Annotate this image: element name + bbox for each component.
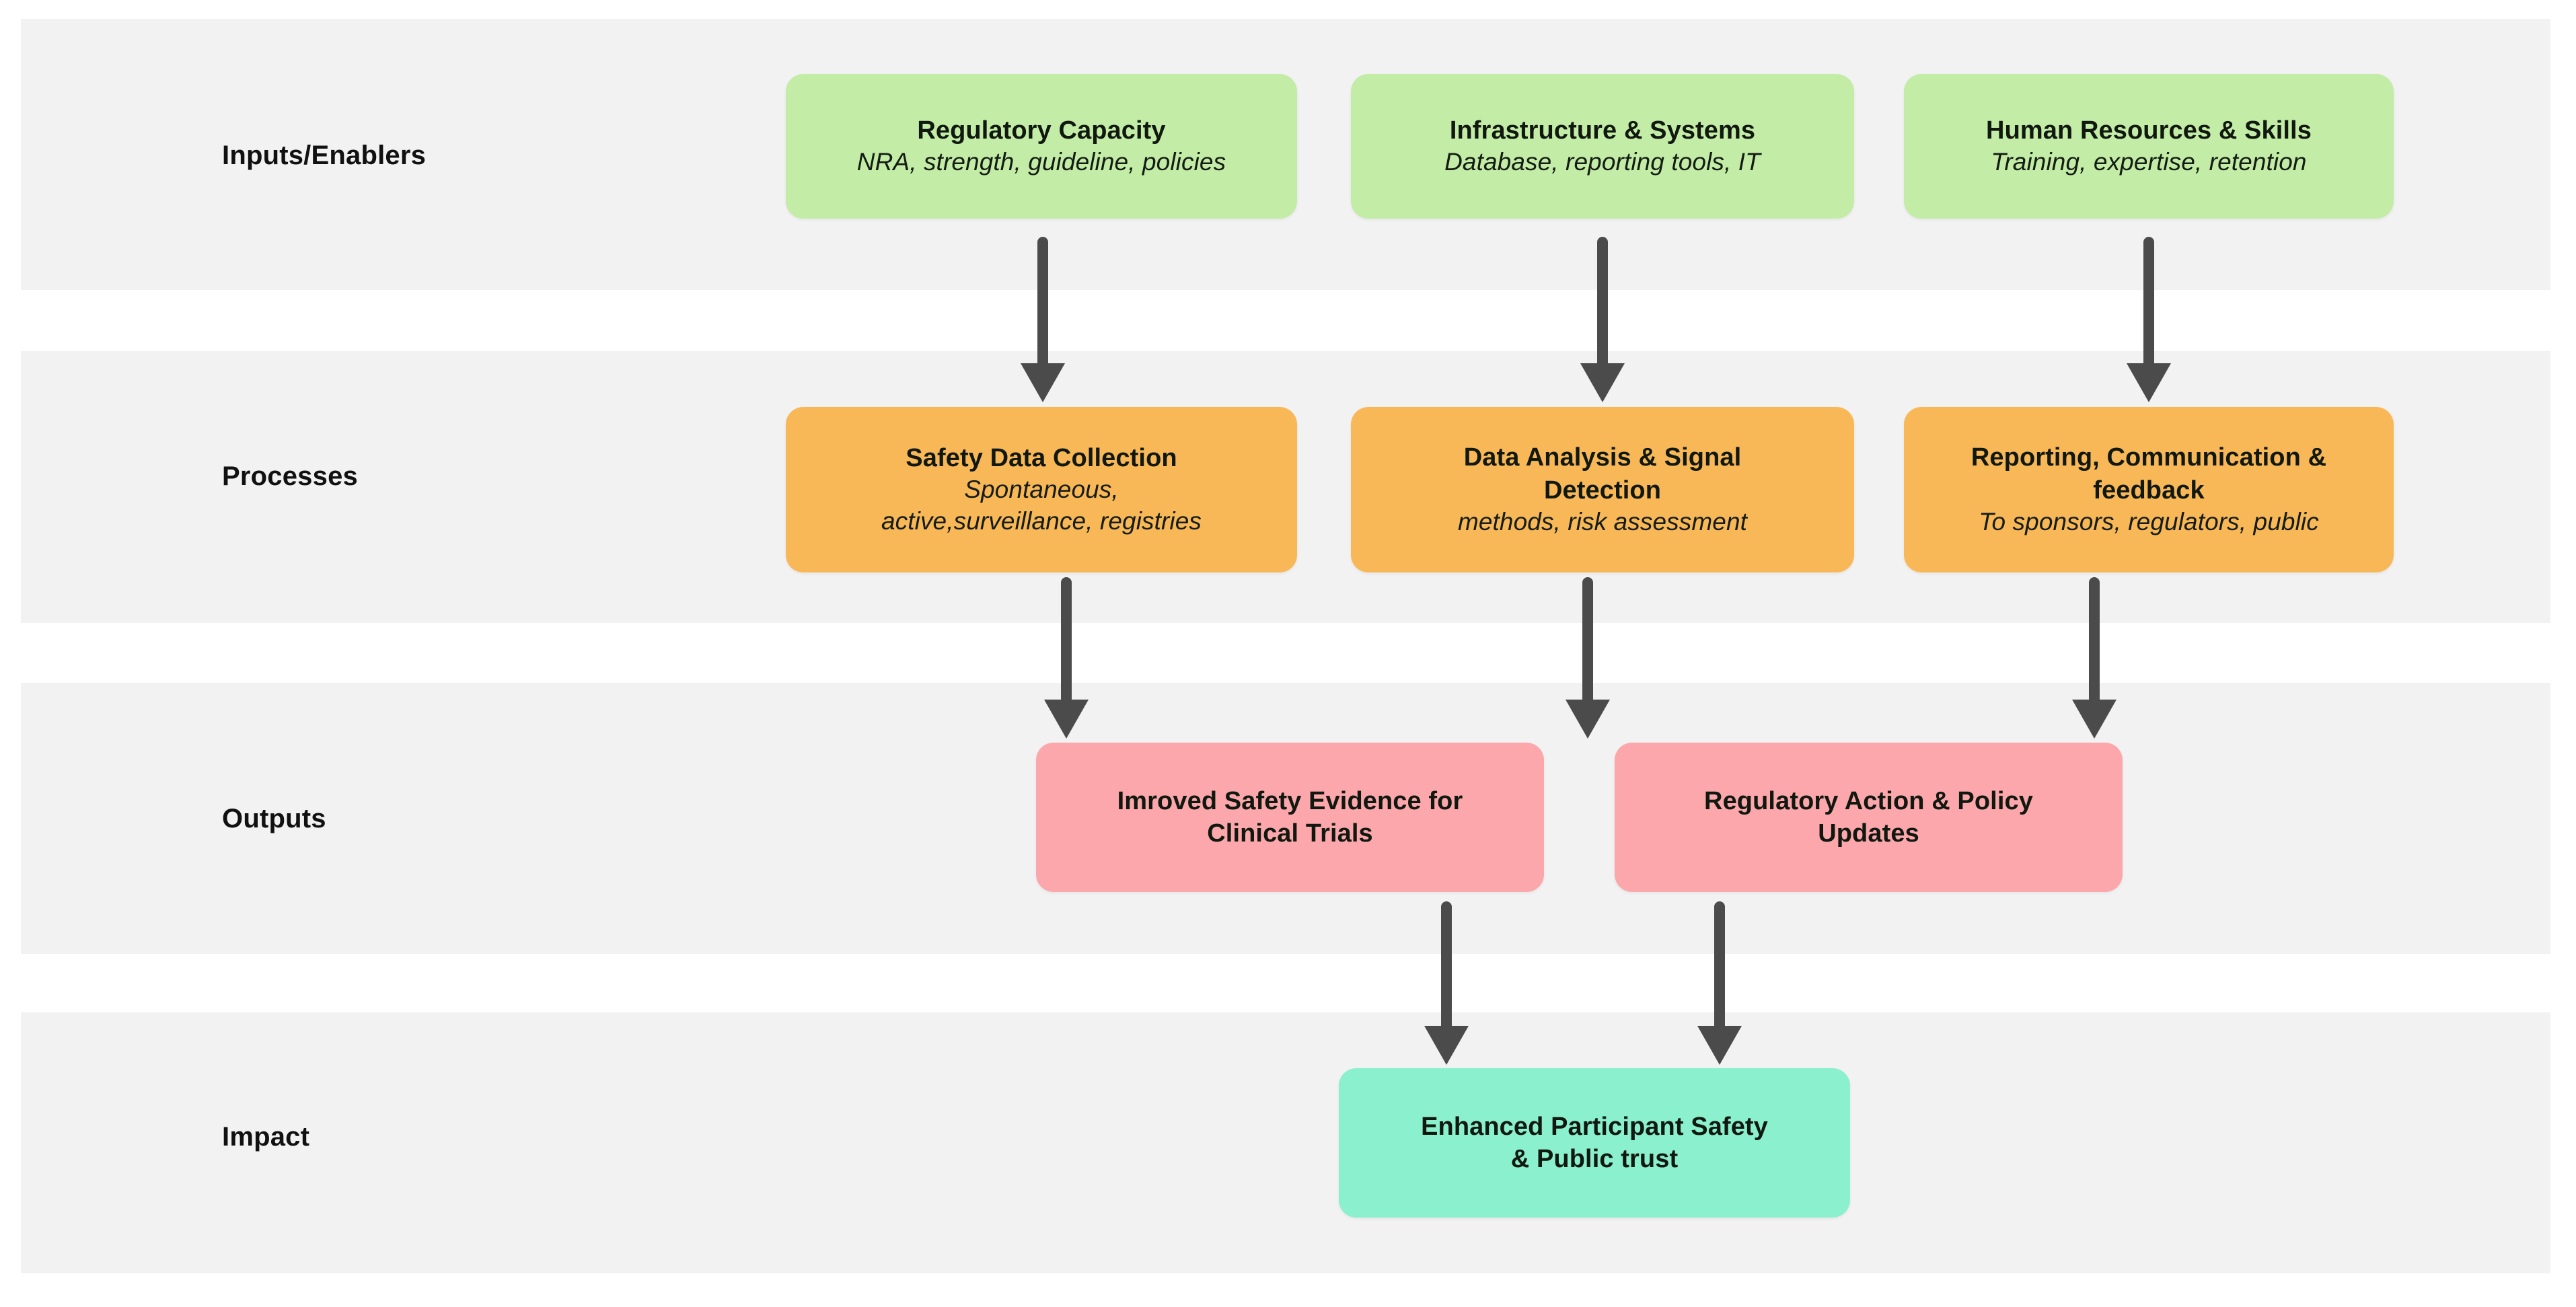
node-subtitle: methods, risk assessment [1457,507,1748,535]
node-title: Human Resources & Skills [1986,116,2312,145]
arrow-stem [1714,901,1725,1026]
arrow-stem [2089,577,2100,700]
arrow-stem [2143,237,2154,363]
node-human-resources-skills[interactable]: Human Resources & Skills Training, exper… [1904,74,2394,219]
node-regulatory-capacity[interactable]: Regulatory Capacity NRA, strength, guide… [786,74,1297,219]
node-subtitle: Training, expertise, retention [1991,148,2307,176]
arrow-head [2072,700,2117,739]
node-title-line-1: Data Analysis & Signal [1463,443,1742,472]
node-subtitle-line-2: active,surveillance, registries [881,507,1202,535]
arrow-down-icon-regulatory-to-collection [1021,237,1065,402]
node-title-line-1: Reporting, Communication & [1971,443,2327,472]
node-title-line-2: Clinical Trials [1207,819,1373,848]
arrow-stem [1037,237,1048,363]
arrow-stem [1061,577,1072,700]
arrow-head [1697,1026,1742,1065]
arrow-head [1021,363,1065,402]
node-safety-data-collection[interactable]: Safety Data Collection Spontaneous, acti… [786,407,1297,572]
arrow-stem [1441,901,1452,1026]
node-title: Infrastructure & Systems [1449,116,1756,145]
arrow-head [1566,700,1610,739]
node-regulatory-action-policy-updates[interactable]: Regulatory Action & Policy Updates [1615,743,2123,892]
node-title-line-1: Regulatory Action & Policy [1704,786,2033,815]
arrow-down-icon-collection-to-evidence [1044,577,1089,739]
node-subtitle: Database, reporting tools, IT [1444,148,1761,176]
node-subtitle: To sponsors, regulators, public [1979,507,2319,535]
node-title-line-2: Detection [1543,476,1662,505]
arrow-down-icon-regulatory-action-to-impact [1697,901,1742,1065]
arrow-down-icon-hr-to-reporting [2127,237,2171,402]
row-label-inputs: Inputs/Enablers [222,141,427,170]
node-title-line-1: Imroved Safety Evidence for [1117,786,1463,815]
row-label-processes: Processes [222,461,358,491]
arrow-down-icon-analysis-to-evidence [1566,577,1610,739]
node-improved-safety-evidence[interactable]: Imroved Safety Evidence for Clinical Tri… [1036,743,1544,892]
row-label-outputs: Outputs [222,804,326,833]
node-enhanced-participant-safety[interactable]: Enhanced Participant Safety & Public tru… [1339,1068,1850,1218]
arrow-down-icon-evidence-to-impact [1424,901,1469,1065]
node-title-line-2: Updates [1818,819,1919,848]
node-title-line-2: & Public trust [1510,1145,1679,1173]
arrow-head [2127,363,2171,402]
row-label-impact: Impact [222,1122,310,1152]
swimlane-band-impact [21,1012,2550,1273]
arrow-stem [1597,237,1608,363]
node-subtitle-line-1: Spontaneous, [964,476,1119,504]
arrow-down-icon-infrastructure-to-analysis [1580,237,1625,402]
arrow-down-icon-reporting-to-regulatory-action [2072,577,2117,739]
arrow-head [1424,1026,1469,1065]
node-subtitle: NRA, strength, guideline, policies [856,148,1226,176]
arrow-head [1044,700,1089,739]
node-reporting-communication-feedback[interactable]: Reporting, Communication & feedback To s… [1904,407,2394,572]
arrow-stem [1582,577,1593,700]
node-title: Safety Data Collection [906,443,1177,472]
node-title: Regulatory Capacity [917,116,1166,145]
node-title-line-1: Enhanced Participant Safety [1421,1112,1768,1141]
node-title-line-2: feedback [2093,476,2205,505]
node-infrastructure-systems[interactable]: Infrastructure & Systems Database, repor… [1351,74,1854,219]
arrow-head [1580,363,1625,402]
node-data-analysis-signal-detection[interactable]: Data Analysis & Signal Detection methods… [1351,407,1854,572]
